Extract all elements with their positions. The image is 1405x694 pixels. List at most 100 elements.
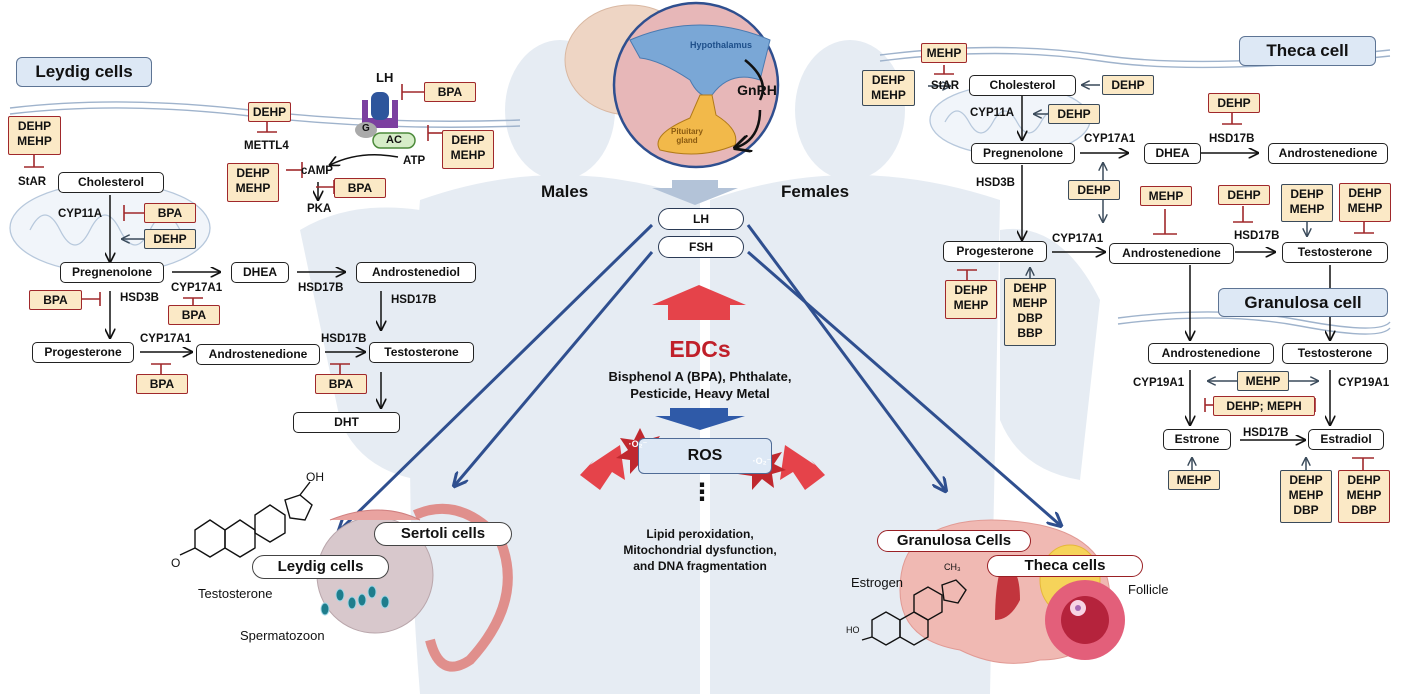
testosterone-structure-label: Testosterone [198, 586, 273, 601]
edcs-up-arrow [652, 285, 746, 320]
granulosa-estradiol-node: Estradiol [1308, 429, 1384, 450]
leydig-cyp17a1-top-inhibitor: BPA [168, 305, 220, 325]
theca-dhea-node: DHEA [1144, 143, 1201, 164]
granulosa-cyp19a1-activator: MEHP [1237, 371, 1289, 391]
leydig-progesterone-node: Progesterone [32, 342, 134, 363]
males-label: Males [541, 182, 589, 201]
superoxide-right-label: ·O₂⁻ [752, 456, 772, 466]
granulosa-cells-organ-label: Granulosa Cells [877, 530, 1031, 552]
leydig-hsd3b-inhibitor: BPA [29, 290, 82, 310]
pka-label: PKA [307, 203, 332, 215]
theca-progesterone-node: Progesterone [943, 241, 1047, 262]
ros-box: ROS [638, 438, 772, 474]
leydig-cholesterol-node: Cholesterol [58, 172, 164, 193]
ovary-illustration [899, 519, 1125, 664]
theca-pathway-arrows [1022, 96, 1330, 340]
leydig-hsd17b-bottom-label: HSD17B [321, 333, 367, 345]
granulosa-cyp19a1-right-label: CYP19A1 [1338, 377, 1390, 389]
leydig-lh-inhibitor: BPA [424, 82, 476, 102]
sertoli-cells-label: Sertoli cells [374, 522, 512, 546]
theca-star-activator: DEHP MEHP [862, 70, 915, 106]
testosterone-structure [179, 481, 313, 558]
females-label: Females [781, 182, 850, 201]
superoxide-left-label: ·O₂⁻ [628, 439, 648, 449]
gnrh-label: GnRH [737, 82, 777, 98]
granulosa-cyp19a1-left-label: CYP19A1 [1133, 377, 1185, 389]
leydig-androstenedione-node: Androstenedione [196, 344, 320, 365]
theca-cholesterol-node: Cholesterol [969, 75, 1076, 96]
leydig-lh-receptor-label: LH [376, 70, 394, 85]
theca-androstenedione-node: Androstenedione [1109, 243, 1234, 264]
edcs-title: EDCs [669, 336, 731, 362]
theca-inhibition-lines [934, 65, 1374, 280]
leydig-cyp17a1-bottom-label: CYP17A1 [140, 333, 192, 345]
granulosa-activation-lines [1192, 381, 1318, 470]
brain-to-hormones-arrow [652, 180, 738, 205]
spermatozoon-label: Spermatozoon [240, 628, 325, 643]
granulosa-estradiol-activator: DEHP MEHP DBP [1280, 470, 1332, 523]
theca-hsd17b-top-label: HSD17B [1209, 133, 1255, 145]
granulosa-cyp19a1-inhibitor: DEHP; MEPH [1213, 396, 1315, 416]
granulosa-androstenedione-node: Androstenedione [1148, 343, 1274, 364]
granulosa-estrone-node: Estrone [1163, 429, 1231, 450]
spermatozoa [320, 585, 390, 616]
theca-progesterone-activator: DEHP MEHP DBP BBP [1004, 278, 1056, 346]
fsh-hormone-pill: FSH [658, 236, 744, 258]
estrogen-ho-label: HO [846, 625, 860, 635]
leydig-hsd17b-bottom-inhibitor: BPA [315, 374, 367, 394]
theca-testosterone-activator: DEHP MEHP [1281, 184, 1333, 222]
granulosa-estradiol-inhibitor: DEHP MEHP DBP [1338, 470, 1390, 523]
follicle-label: Follicle [1128, 582, 1169, 597]
testosterone-o-label: O [171, 556, 181, 570]
theca-cyp17a1-mid-label: CYP17A1 [1052, 233, 1104, 245]
theca-cyp11a-activator: DEHP [1048, 104, 1100, 124]
estrogen-structure-label: Estrogen [851, 575, 904, 590]
leydig-star-label: StAR [18, 176, 47, 188]
leydig-mettl4-inhibitor: DEHP [248, 102, 291, 122]
theca-androstenedione-inhibitor: MEHP [1140, 186, 1192, 206]
granulosa-membrane [1117, 311, 1391, 335]
leydig-camp-inhibitor: DEHP MEHP [227, 163, 279, 202]
oxidative-effects-text: Lipid peroxidation, Mitochondrial dysfun… [623, 527, 777, 573]
theca-testosterone-inhibitor: DEHP MEHP [1339, 183, 1391, 222]
theca-hsd17b-top-inhibitor: DEHP [1208, 93, 1260, 113]
testosterone-oh-label: OH [306, 470, 324, 484]
lh-hormone-pill: LH [658, 208, 744, 230]
leydig-cyp11a-label: CYP11A [58, 208, 103, 220]
leydig-hsd17b-top-label: HSD17B [298, 282, 344, 294]
leydig-cyp17a1-top-label: CYP17A1 [171, 282, 223, 294]
leydig-dht-node: DHT [293, 412, 400, 433]
theca-hsd3b-label: HSD3B [976, 177, 1015, 189]
brain-illustration [564, 1, 780, 169]
granulosa-pathway-arrows [1190, 370, 1330, 440]
leydig-pka-inhibitor: BPA [334, 178, 386, 198]
lh-receptor [355, 92, 416, 149]
leydig-cells-title: Leydig cells [16, 57, 152, 87]
leydig-testosterone-node: Testosterone [369, 342, 474, 363]
estrogen-structure [861, 579, 967, 646]
edcs-list: Bisphenol A (BPA), Phthalate, Pesticide,… [608, 369, 792, 401]
leydig-cells-organ-label: Leydig cells [252, 555, 389, 579]
theca-testosterone-node: Testosterone [1282, 242, 1388, 263]
theca-androstenedione-top-node: Androstenedione [1268, 143, 1388, 164]
leydig-star-inhibitor: DEHP MEHP [8, 116, 61, 155]
granulosa-hsd17b-label: HSD17B [1243, 427, 1289, 439]
pituitary-gland-label: Pituitary gland [670, 127, 703, 145]
ros-right-arrow [780, 445, 825, 490]
leydig-dhea-node: DHEA [231, 262, 289, 283]
theca-cell-title: Theca cell [1239, 36, 1376, 66]
granulosa-cell-title: Granulosa cell [1218, 288, 1388, 317]
hormone-pathway-arrows [340, 223, 1060, 530]
leydig-pregnenolone-node: Pregnenolone [60, 262, 164, 283]
theca-hsd17b-mid-inhibitor: DEHP [1218, 185, 1270, 205]
edcs-to-ros-arrow [655, 408, 745, 430]
granulosa-testosterone-node: Testosterone [1282, 343, 1388, 364]
theca-star-inhibitor: MEHP [921, 43, 967, 63]
hypothalamus-label: Hypothalamus [689, 40, 752, 50]
leydig-cyp11a-activator: DEHP [144, 229, 196, 249]
theca-pregnenolone-node: Pregnenolone [971, 143, 1075, 164]
adenylate-cyclase-label: AC [386, 134, 402, 146]
ros-left-arrow [580, 445, 625, 490]
atp-label: ATP [403, 155, 426, 167]
